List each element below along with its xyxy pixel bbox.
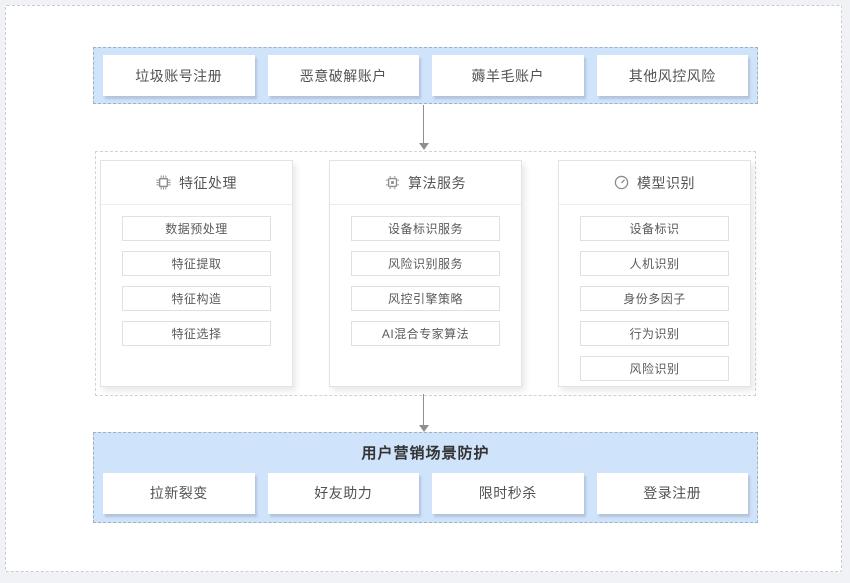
- module-item-box: 设备标识: [580, 216, 729, 241]
- protection-scene-box: 拉新裂变: [103, 472, 255, 514]
- protection-scene-box: 限时秒杀: [432, 472, 584, 514]
- module-card-title: 模型识别: [637, 174, 695, 191]
- arrowhead-down-icon: [419, 143, 429, 150]
- risk-source-box: 薅羊毛账户: [432, 55, 584, 96]
- module-item-box: 风控引擎策略: [351, 286, 500, 311]
- module-card-feature-processing: 特征处理 数据预处理 特征提取 特征构造 特征选择: [100, 160, 293, 387]
- module-item-box: 数据预处理: [122, 216, 271, 241]
- module-card-title: 特征处理: [179, 174, 237, 191]
- module-item-box: 特征提取: [122, 251, 271, 276]
- risk-sources-row: 垃圾账号注册 恶意破解账户 薅羊毛账户 其他风控风险: [94, 48, 757, 103]
- module-items: 数据预处理 特征提取 特征构造 特征选择: [101, 205, 292, 346]
- module-item-box: 设备标识服务: [351, 216, 500, 241]
- arrowhead-down-icon: [419, 425, 429, 432]
- module-card-header: 算法服务: [330, 161, 521, 205]
- module-item-box: AI混合专家算法: [351, 321, 500, 346]
- engine-panel: 特征处理 数据预处理 特征提取 特征构造 特征选择 算法服务: [95, 151, 756, 396]
- flow-arrow-top: [419, 105, 429, 150]
- module-item-box: 风险识别: [580, 356, 729, 381]
- risk-sources-panel: 垃圾账号注册 恶意破解账户 薅羊毛账户 其他风控风险: [93, 47, 758, 104]
- risk-source-box: 垃圾账号注册: [103, 55, 255, 96]
- risk-source-box: 其他风控风险: [596, 55, 748, 96]
- risk-source-box: 恶意破解账户: [267, 55, 419, 96]
- module-item-box: 身份多因子: [580, 286, 729, 311]
- module-card-algorithm-service: 算法服务 设备标识服务 风险识别服务 风控引擎策略 AI混合专家算法: [329, 160, 522, 387]
- protection-panel-title: 用户营销场景防护: [361, 445, 490, 462]
- module-items: 设备标识 人机识别 身份多因子 行为识别 风险识别: [559, 205, 750, 381]
- module-item-box: 特征选择: [122, 321, 271, 346]
- module-card-model-recognition: 模型识别 设备标识 人机识别 身份多因子 行为识别 风险识别: [558, 160, 751, 387]
- module-items: 设备标识服务 风险识别服务 风控引擎策略 AI混合专家算法: [330, 205, 521, 346]
- module-item-box: 风险识别服务: [351, 251, 500, 276]
- chip-core-icon: [385, 175, 400, 190]
- protection-panel: 用户营销场景防护 拉新裂变 好友助力 限时秒杀 登录注册: [93, 432, 758, 523]
- module-item-box: 特征构造: [122, 286, 271, 311]
- protection-scene-box: 好友助力: [267, 472, 419, 514]
- module-card-title: 算法服务: [408, 174, 466, 191]
- flow-arrow-bottom: [419, 394, 429, 432]
- chip-outline-icon: [156, 175, 171, 190]
- module-card-header: 模型识别: [559, 161, 750, 205]
- module-item-box: 行为识别: [580, 321, 729, 346]
- module-item-box: 人机识别: [580, 251, 729, 276]
- module-card-header: 特征处理: [101, 161, 292, 205]
- protection-scene-box: 登录注册: [596, 472, 748, 514]
- protection-scenes-row: 拉新裂变 好友助力 限时秒杀 登录注册: [94, 472, 757, 514]
- gauge-icon: [614, 175, 629, 190]
